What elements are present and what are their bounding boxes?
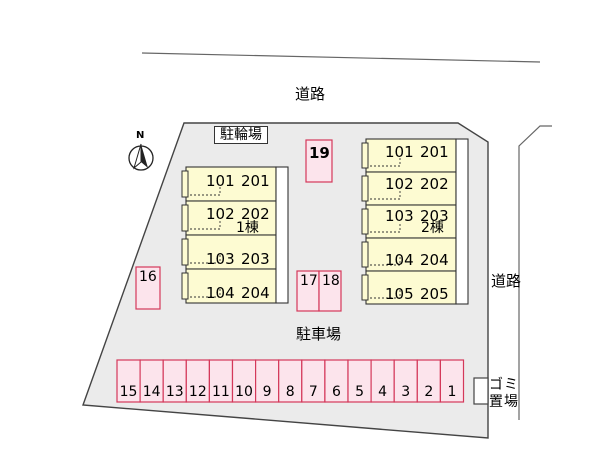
building-2-row-3-right: 203 bbox=[420, 207, 449, 225]
building-2-stair-2 bbox=[370, 191, 401, 200]
building-2-row-1-left: 101 bbox=[385, 143, 414, 161]
building-2-row-2-left: 102 bbox=[385, 175, 414, 193]
building-1-stair-2 bbox=[190, 221, 221, 230]
building-2-unit-row-5 bbox=[365, 270, 457, 305]
building-1-row-2-right: 202 bbox=[241, 205, 270, 223]
parking-space-18 bbox=[318, 270, 342, 312]
building-1-entrance-1 bbox=[181, 170, 189, 198]
parking-space-19-label: 19 bbox=[309, 144, 330, 162]
parking-space-7-label: 7 bbox=[308, 384, 318, 400]
building-2-row-4-right: 204 bbox=[420, 251, 449, 269]
parking-space-8-label: 8 bbox=[285, 384, 295, 400]
building-2-entrance-1 bbox=[361, 142, 369, 169]
parking-space-16-label: 16 bbox=[139, 269, 157, 285]
building-1-name: 1棟 bbox=[236, 220, 259, 236]
building-2-row-1-right: 201 bbox=[420, 143, 449, 161]
road-label-top: 道路 bbox=[295, 85, 326, 103]
building-1-row-4-right: 204 bbox=[241, 284, 270, 302]
building-2-row-5-left: 105 bbox=[385, 285, 414, 303]
parking-space-19 bbox=[305, 139, 333, 183]
parking-space-11-label: 11 bbox=[212, 384, 230, 400]
building-1-row-4-left: 104 bbox=[206, 284, 235, 302]
building-2-row-3-left: 103 bbox=[385, 207, 414, 225]
parking-space-12-label: 12 bbox=[188, 384, 207, 400]
building-2-stair-3 bbox=[370, 224, 401, 233]
building-1-unit-row-3 bbox=[185, 234, 277, 270]
building-1-stair-4 bbox=[190, 289, 221, 298]
building-2-row-2-right: 202 bbox=[420, 175, 449, 193]
road-edge-top bbox=[141, 52, 541, 63]
building-1-entrance-4 bbox=[181, 272, 189, 300]
parking-space-5-label: 5 bbox=[355, 384, 364, 400]
building-1-stair-1 bbox=[190, 187, 221, 196]
road-label-right: 道路 bbox=[491, 272, 522, 290]
building-2-row-5-right: 205 bbox=[420, 285, 449, 303]
parking-space-1 bbox=[439, 359, 465, 403]
building-2-row-4-left: 104 bbox=[385, 251, 414, 269]
parking-space-13-label: 13 bbox=[165, 384, 184, 400]
building-2-stair-4 bbox=[370, 257, 401, 266]
bicycle-parking-label: 駐輪場 bbox=[214, 126, 268, 144]
parking-space-17-label: 17 bbox=[300, 273, 318, 289]
parking-space-14-label: 14 bbox=[142, 384, 161, 400]
building-2-entrance-5 bbox=[361, 274, 369, 301]
building-1-entrance-2 bbox=[181, 204, 189, 232]
parking-space-4-label: 4 bbox=[378, 384, 388, 400]
building-2-name: 2棟 bbox=[421, 220, 444, 236]
building-1-balcony bbox=[275, 166, 289, 304]
parking-space-18-label: 18 bbox=[322, 273, 340, 289]
building-2-entrance-2 bbox=[361, 175, 369, 202]
north-arrow bbox=[128, 143, 154, 171]
building-2-entrance-3 bbox=[361, 208, 369, 235]
building-2-unit-row-2 bbox=[365, 171, 457, 206]
parking-lot-label: 駐車場 bbox=[296, 325, 342, 343]
building-2-unit-row-3 bbox=[365, 204, 457, 239]
building-2-stair-1 bbox=[370, 158, 401, 167]
parking-space-2-label: 2 bbox=[424, 384, 434, 400]
building-1-entrance-3 bbox=[181, 238, 189, 266]
building-1-row-3-right: 203 bbox=[241, 250, 270, 268]
parking-space-15-label: 15 bbox=[119, 384, 138, 400]
building-2-entrance-4 bbox=[361, 241, 369, 268]
north-letter: N bbox=[136, 130, 145, 141]
parking-space-1-label: 1 bbox=[447, 384, 457, 400]
building-2-balcony bbox=[455, 138, 469, 305]
parking-space-10-label: 10 bbox=[235, 384, 253, 400]
building-1-row-1-right: 201 bbox=[241, 172, 270, 190]
parking-space-3-label: 3 bbox=[401, 384, 411, 400]
garbage-label: ゴミ置場 bbox=[489, 377, 519, 410]
building-1-row-1-left: 101 bbox=[206, 172, 235, 190]
building-1-row-3-left: 103 bbox=[206, 250, 235, 268]
building-1-row-2-left: 102 bbox=[206, 205, 235, 223]
garbage-area bbox=[473, 377, 489, 405]
building-1-stair-3 bbox=[190, 255, 221, 264]
building-2-stair-5 bbox=[370, 290, 401, 299]
parking-space-9-label: 9 bbox=[262, 384, 272, 400]
parking-space-6-label: 6 bbox=[331, 384, 341, 400]
road-edge-right-outer bbox=[518, 125, 552, 420]
parking-space-16 bbox=[135, 266, 161, 310]
